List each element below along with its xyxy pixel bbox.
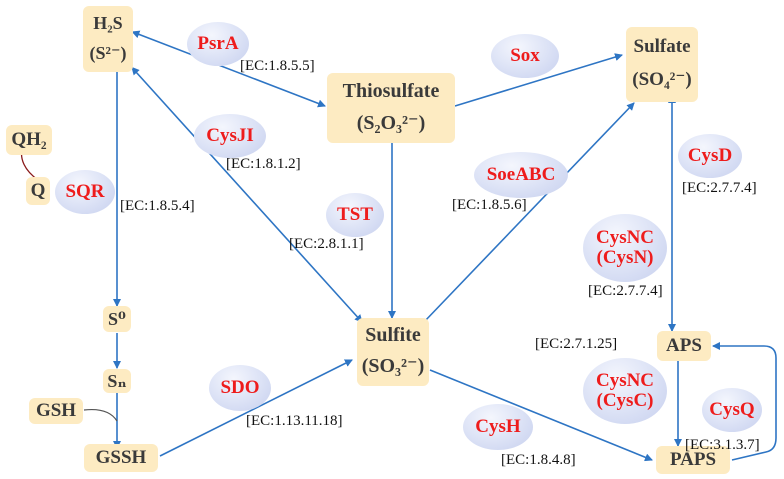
node-gssh: GSSH bbox=[84, 444, 158, 472]
node-q: Q bbox=[26, 177, 50, 205]
arrow-sulfite-paps bbox=[429, 369, 653, 462]
ec-cysq: [EC:3.1.3.7] bbox=[685, 437, 760, 453]
node-thiosulfate-name: Thiosulfate bbox=[342, 80, 440, 102]
enzyme-sqr: SQR bbox=[55, 170, 115, 214]
node-h2s: H₂S (S²⁻) bbox=[83, 6, 133, 72]
arrow-gsh-join bbox=[83, 408, 118, 422]
enzyme-sox: Sox bbox=[491, 34, 559, 78]
node-sn: Sₙ bbox=[103, 369, 131, 393]
enzyme-cysnc-cysn-line1: CysNC bbox=[595, 227, 655, 249]
ec-soeabc: [EC:1.8.5.6] bbox=[452, 197, 527, 213]
ec-tst: [EC:2.8.1.1] bbox=[289, 236, 364, 252]
enzyme-sdo: SDO bbox=[209, 365, 271, 411]
node-gsh: GSH bbox=[29, 398, 83, 424]
node-sulfite-ion: (SO₃²⁻) bbox=[361, 355, 425, 377]
node-sulfite-name: Sulfite bbox=[365, 324, 421, 346]
arrow-sulfite-sulfate bbox=[423, 102, 635, 323]
node-qh2: QH₂ bbox=[6, 125, 52, 155]
node-sulfate-name: Sulfate bbox=[633, 36, 691, 57]
node-h2s-formula: H₂S bbox=[93, 13, 123, 33]
enzyme-cysnc-cysc: CysNC (CysC) bbox=[583, 358, 667, 424]
ec-cysji: [EC:1.8.1.2] bbox=[226, 156, 301, 172]
ec-sqr: [EC:1.8.5.4] bbox=[120, 198, 195, 214]
ec-psra: [EC:1.8.5.5] bbox=[240, 58, 315, 74]
arrow-paps-aps-loop bbox=[712, 342, 777, 461]
node-s0: S⁰ bbox=[103, 306, 131, 332]
node-thiosulfate: Thiosulfate (S₂O₃²⁻) bbox=[327, 73, 455, 143]
enzyme-cysnc-cysc-line2: (CysC) bbox=[596, 390, 654, 411]
enzyme-cysh: CysH bbox=[463, 404, 533, 450]
node-sulfite: Sulfite (SO₃²⁻) bbox=[357, 318, 429, 386]
enzyme-cysnc-cysc-line1: CysNC bbox=[595, 370, 655, 392]
ec-cysh: [EC:1.8.4.8] bbox=[501, 452, 576, 468]
enzyme-cysnc-cysn-line2: (CysN) bbox=[596, 247, 654, 268]
ec-cysnc-cysn: [EC:2.7.7.4] bbox=[588, 283, 663, 299]
node-paps: PAPS bbox=[656, 446, 730, 474]
ec-sdo: [EC:1.13.11.18] bbox=[246, 413, 343, 429]
enzyme-cysq: CysQ bbox=[702, 388, 762, 432]
arrow-gssh-sulfite bbox=[159, 359, 353, 457]
ec-cysnc-cysc: [EC:2.7.1.25] bbox=[535, 336, 618, 352]
node-sulfate: Sulfate (SO₄²⁻) bbox=[626, 27, 698, 102]
node-thiosulfate-ion: (S₂O₃²⁻) bbox=[356, 112, 426, 134]
node-sulfate-ion: (SO₄²⁻) bbox=[632, 69, 692, 90]
enzyme-psra: PsrA bbox=[187, 22, 249, 66]
arrow-thiosulfate-sulfate bbox=[454, 53, 623, 107]
node-aps: APS bbox=[657, 331, 711, 361]
node-h2s-ion: (S²⁻) bbox=[89, 43, 127, 63]
enzyme-cysji: CysJI bbox=[194, 114, 266, 158]
enzyme-soeabc: SoeABC bbox=[474, 152, 568, 198]
enzyme-cysnc-cysn: CysNC (CysN) bbox=[583, 214, 667, 282]
ec-cysd: [EC:2.7.7.4] bbox=[682, 180, 757, 196]
enzyme-cysd: CysD bbox=[678, 134, 742, 178]
enzyme-tst: TST bbox=[326, 193, 384, 237]
arrow-h2s-sulfite bbox=[131, 66, 363, 323]
